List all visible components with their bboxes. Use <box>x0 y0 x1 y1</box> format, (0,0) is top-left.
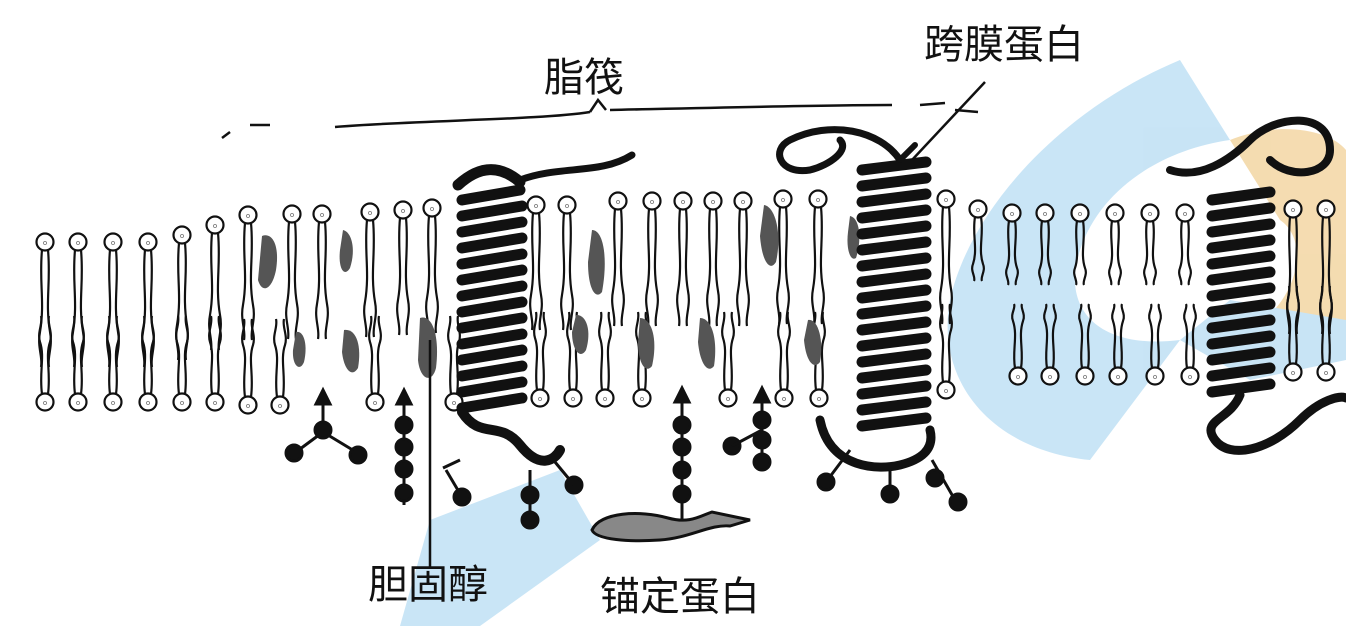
transmembrane-protein <box>780 130 931 468</box>
anchored-protein-label: 锚定蛋白 <box>600 577 760 617</box>
anchored-protein <box>592 500 750 541</box>
cholesterol-molecules <box>258 205 859 378</box>
cholesterol-label: 胆固醇 <box>368 565 488 605</box>
raft-transmembrane-protein <box>458 155 632 461</box>
upper-leaflet <box>37 191 1335 368</box>
lipid-raft-label: 脂筏 <box>544 58 624 98</box>
transmembrane-pointer <box>912 82 985 160</box>
transmembrane-protein-label: 跨膜蛋白 <box>924 25 1084 65</box>
